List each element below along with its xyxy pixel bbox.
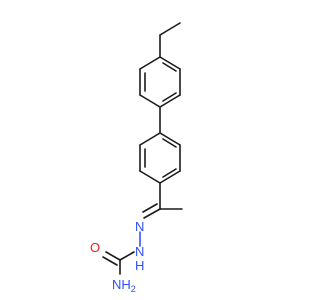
nh-hydrogen-label: H (135, 258, 144, 273)
upper-ring-bond-1 (159, 56, 181, 70)
ethyl-group (159, 22, 181, 58)
lower-ring-bond-3 (159, 170, 181, 184)
bond-c-n-1 (143, 208, 161, 219)
bond-nh-to-carbonyl (119, 251, 135, 261)
lower-ring-bond-4 (139, 170, 161, 184)
lower-phenyl-ring (139, 132, 181, 184)
lower-ring-bond-1 (159, 132, 181, 146)
oxygen-label: O (90, 240, 100, 255)
amide-subscript: 2 (131, 284, 136, 294)
carbonyl-double-bond (102, 251, 121, 266)
upper-phenyl-ring (139, 56, 181, 108)
nh-nitrogen-label: N (135, 244, 144, 259)
lower-ring-double-2 (162, 168, 177, 178)
upper-ring-bond-6 (139, 56, 161, 70)
lower-ring-bond-6 (139, 132, 161, 146)
amide-nitrogen-label: NH2 (112, 277, 136, 294)
amide-nh-text: NH (112, 277, 131, 292)
imine-double-bond (142, 203, 161, 219)
bond-c-o-2 (102, 256, 118, 266)
upper-ring-bond-4 (139, 94, 161, 108)
bond-c-o-1 (105, 251, 121, 261)
upper-ring-double-1 (162, 62, 177, 72)
molecule-structure-diagram: O N N H NH2 (90, 22, 183, 294)
lower-ring-double-1 (162, 138, 177, 148)
bond-ethyl-ch3-ch2 (159, 22, 181, 36)
upper-ring-double-2 (162, 92, 177, 102)
hydrazone-nitrogen-label: N (135, 219, 144, 234)
upper-ring-bond-3 (159, 94, 181, 108)
bond-c-n-2 (142, 203, 158, 213)
